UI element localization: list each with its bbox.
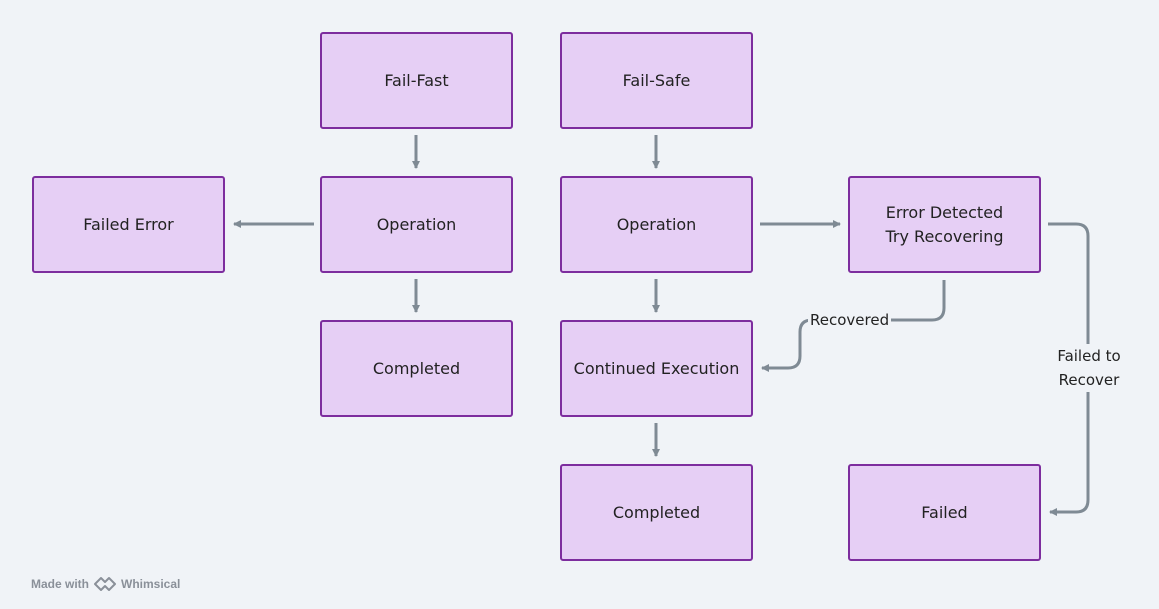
whimsical-brand-text: Whimsical	[121, 577, 181, 591]
connector-recovered	[761, 280, 946, 372]
completed-fail-safe-node[interactable]: Completed	[560, 464, 753, 561]
operation-fail-safe-node[interactable]: Operation	[560, 176, 753, 273]
recovered-label: Recovered	[808, 308, 892, 332]
fail-fast-node[interactable]: Fail-Fast	[320, 32, 513, 129]
error-detected-node[interactable]: Error Detected Try Recovering	[848, 176, 1041, 273]
continued-execution-node[interactable]: Continued Execution	[560, 320, 753, 417]
operation-fail-fast-node[interactable]: Operation	[320, 176, 513, 273]
made-with-text: Made with	[31, 577, 90, 591]
fail-safe-node[interactable]: Fail-Safe	[560, 32, 753, 129]
whimsical-logo-icon	[94, 577, 117, 591]
failed-error-node[interactable]: Failed Error	[32, 176, 225, 273]
made-with-whimsical-watermark[interactable]: Made with Whimsical	[31, 576, 180, 592]
failed-to-recover-label: Failed to Recover	[1050, 344, 1128, 392]
completed-fail-fast-node[interactable]: Completed	[320, 320, 513, 417]
failed-node[interactable]: Failed	[848, 464, 1041, 561]
